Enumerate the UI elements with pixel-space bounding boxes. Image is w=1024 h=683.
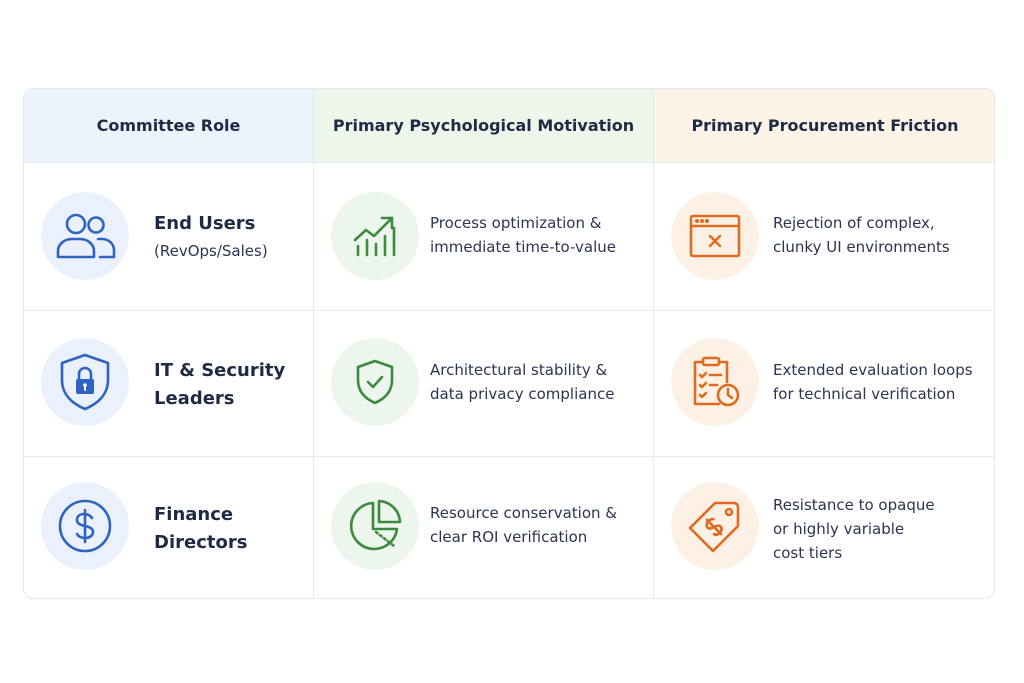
friction-text: Resistance to opaque or highly variable … [773, 493, 935, 565]
friction-line: or highly variable [773, 520, 905, 538]
users-icon [41, 192, 129, 280]
motivation-text: Architectural stability & data privacy c… [430, 358, 614, 406]
role-title: IT & Security [154, 360, 286, 381]
friction-line: Resistance to opaque [773, 496, 935, 514]
header-procurement-friction: Primary Procurement Friction [654, 89, 994, 162]
motivation-line: immediate time-to-value [430, 238, 616, 256]
friction-text: Rejection of complex, clunky UI environm… [773, 211, 950, 259]
friction-line: clunky UI environments [773, 238, 950, 256]
motivation-line: clear ROI verification [430, 528, 588, 546]
role-title-line2: Directors [154, 532, 248, 553]
row-divider [24, 456, 994, 457]
row-divider [24, 162, 994, 163]
comparison-table: Committee Role Primary Psychological Mot… [23, 88, 995, 599]
friction-line: for technical verification [773, 385, 956, 403]
pie-chart-icon [331, 482, 419, 570]
role-cell: IT & Security Leaders [154, 357, 285, 413]
motivation-line: data privacy compliance [430, 385, 615, 403]
role-cell: End Users (RevOps/Sales) [154, 210, 268, 264]
role-subtitle: (RevOps/Sales) [154, 242, 268, 260]
column-divider [653, 89, 654, 598]
motivation-line: Resource conservation & [430, 504, 617, 522]
growth-chart-icon [331, 192, 419, 280]
role-title-line2: Leaders [154, 388, 235, 409]
shield-check-icon [331, 338, 419, 426]
error-window-icon [671, 192, 759, 280]
motivation-line: Process optimization & [430, 214, 602, 232]
column-divider [313, 89, 314, 598]
motivation-text: Process optimization & immediate time-to… [430, 211, 616, 259]
role-cell: Finance Directors [154, 501, 247, 557]
friction-text: Extended evaluation loops for technical … [773, 358, 973, 406]
dollar-circle-icon [41, 482, 129, 570]
friction-line: Rejection of complex, [773, 214, 935, 232]
role-title: Finance [154, 504, 234, 525]
row-divider [24, 310, 994, 311]
friction-line: Extended evaluation loops [773, 361, 973, 379]
friction-line: cost tiers [773, 544, 843, 562]
price-tag-icon [671, 482, 759, 570]
role-title: End Users [154, 213, 256, 234]
header-psychological-motivation: Primary Psychological Motivation [314, 89, 653, 162]
shield-lock-icon [41, 338, 129, 426]
checklist-clock-icon [671, 338, 759, 426]
motivation-line: Architectural stability & [430, 361, 608, 379]
header-committee-role: Committee Role [24, 89, 313, 162]
motivation-text: Resource conservation & clear ROI verifi… [430, 501, 617, 549]
